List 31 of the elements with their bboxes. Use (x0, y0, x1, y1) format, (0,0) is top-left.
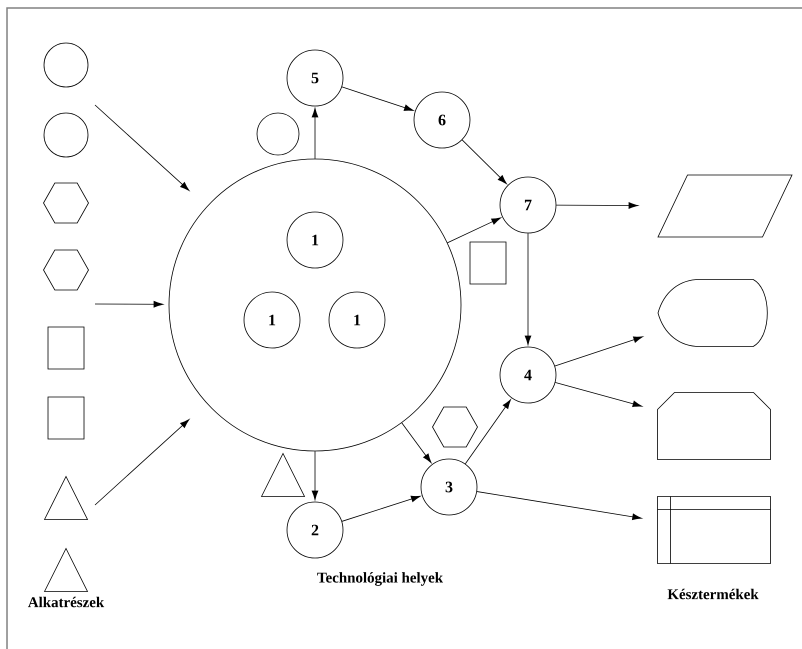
column-heading: Késztermékek (668, 588, 759, 600)
circle-symbol (256, 112, 300, 156)
arrow (462, 140, 507, 184)
arrow (447, 217, 501, 244)
arrow (555, 382, 642, 408)
arrow (94, 301, 164, 308)
cut-corner-box (657, 392, 771, 460)
arrow (312, 108, 318, 159)
hexagon-symbol (43, 182, 89, 224)
circle-symbol (44, 112, 88, 158)
arrow (342, 496, 421, 522)
display-symbol (658, 279, 768, 347)
arrow (342, 86, 414, 111)
arrow (464, 399, 511, 464)
large-circle (168, 158, 462, 452)
box-symbol (470, 242, 506, 284)
hexagon-symbol (43, 250, 89, 290)
arrow (94, 419, 190, 506)
arrow (556, 202, 638, 209)
arrow (524, 233, 532, 346)
column-heading: Technológiai helyek (317, 572, 444, 586)
box-symbol (48, 396, 84, 440)
hexagon-symbol (432, 406, 478, 448)
box-symbol (48, 326, 84, 370)
circle-symbol (44, 42, 88, 88)
arrow (554, 336, 643, 366)
arrow (312, 451, 318, 500)
table-symbol (657, 496, 771, 564)
arrow (401, 422, 432, 463)
arrow (94, 104, 190, 191)
arrow (476, 491, 642, 520)
